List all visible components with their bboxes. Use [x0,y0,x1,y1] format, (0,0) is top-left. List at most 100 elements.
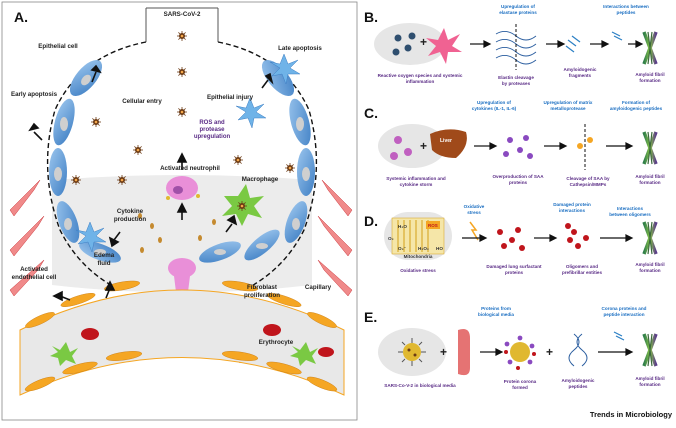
ros-label-line3: upregulation [194,134,231,140]
mitochondria-label: Mitochondria [404,254,433,259]
activated-neutrophil-cell [166,176,200,200]
c-top1-line2: cytokines (IL-1, IL-6) [472,106,517,111]
amyloid-fibril-e [642,332,658,368]
cytokine-label-line1: Cytokine [117,208,144,215]
c-bot4-line1: Amyloid fibril [635,174,664,179]
c-bot2-line1: Overproduction of SAA [492,174,544,179]
b-top2-line1: Interactions between [603,4,649,9]
cytokine-label-line2: production [114,216,147,223]
e-top1-line2: biological media [478,312,514,317]
biological-media-vessel [458,329,470,376]
c-bot1-line1: Systemic inflammation and [386,176,446,181]
e-bot3-line2: peptides [569,384,588,389]
oligomers [565,223,589,249]
amyloid-fibril-d [642,220,658,256]
e-top1-line1: Proteins from [481,306,511,311]
edema-label-line2: fluid [97,260,110,267]
e-bot2-line1: Protein corona [504,379,537,384]
protein-corona [504,335,536,370]
d-bot1-label: Oxidative stress [400,268,436,273]
ros-molecules [392,32,416,56]
d-bot4-line2: formation [639,268,660,273]
e-bot1-label: SARS-Co-V-2 in biological media [384,383,456,388]
interacting-peptides [611,31,623,41]
saa-proteins [503,135,533,159]
e-bot2-line2: formed [512,385,528,390]
corona-virus-source [398,338,426,366]
b-bot4-line2: formation [639,78,660,83]
d-bot2-line1: Damaged lung surfactant [486,264,542,269]
b-bot3-line2: fragments [569,73,592,78]
edema-label-line1: Edema [94,252,115,259]
e-top2-line2: peptide interaction [603,312,644,317]
activated-neutrophil-label: Activated neutrophil [160,165,220,172]
macrophage-label: Macrophage [242,176,279,183]
panel-b-letter: B. [364,9,378,25]
ho-label: HO [436,246,443,251]
late-apoptosis-label: Late apoptosis [278,45,322,52]
panel-d-letter: D. [364,213,378,229]
b-bot1-line2: inflammation [406,79,435,84]
d-bot3-line2: prefibrillar entities [562,270,603,275]
fibroblasts [9,179,353,297]
liver-label: Liver [440,138,452,144]
c-bot1-line2: cytokine storm [400,182,433,187]
ros-tag [426,221,440,229]
amyloidogenic-peptides-helix [568,333,588,367]
panel-a-letter: A. [14,9,28,25]
injured-cells [75,53,301,253]
e-bot3-line1: Amyloidogenic [562,378,595,383]
epithelial-cells [49,59,315,263]
liver-icon [430,129,467,158]
erythrocyte-label: Erythrocyte [259,339,294,346]
e-top2-line1: Corona proteins and [602,306,647,311]
panel-b: B. + Upregulation of elastase proteins I… [364,4,665,86]
panel-c: C. + Liver Upregulation of cytokines (IL… [364,100,665,187]
d-bot3-line1: Oligomers and [566,264,598,269]
c-bot2-line2: proteins [509,180,528,185]
cleavage-enzymes [577,137,593,149]
panel-a-arrows [28,64,274,302]
endothelial-cells [24,280,338,392]
b-top2-line2: peptides [617,10,636,15]
b-bot1-line1: Reactive oxygen species and systemic [378,73,463,78]
c-bot3-line2: Cathepsin/MMPs [570,182,607,187]
o2-minus-label: O₂⁻ [398,246,407,251]
panel-d: D. ROS H₂O O₂ O₂⁻ H₂O₂ HO Mitochondria O [364,202,665,275]
d-top3-line2: between oligomers [609,212,651,217]
corona-peptide-interaction [613,331,625,341]
panel-a: A. SARS-CoV-2 [1,1,358,421]
amyloid-fibril-b [642,30,658,66]
o2-label: O₂ [388,236,394,241]
b-top1-line1: Upregulation of [501,4,535,9]
blood-monocytes [50,342,318,366]
d-bot4-line1: Amyloid fibril [635,262,664,267]
panel-b-source-oval [374,23,446,65]
d-top2-line1: Damaged protein [553,202,591,207]
b-bot4-line1: Amyloid fibril [635,72,664,77]
inflammation-burst [426,28,462,64]
erythrocytes [81,324,334,357]
amyloid-fibril-c [642,130,658,166]
b-top1-line2: elastase proteins [499,10,537,15]
e-bot4-line1: Amyloid fibril [635,376,664,381]
early-apoptosis-label: Early apoptosis [11,91,58,98]
c-top1-line1: Upregulation of [477,100,511,105]
b-bot2-line2: by proteases [502,81,531,86]
capillary-label: Capillary [305,284,332,291]
panel-c-arrows [474,142,634,150]
c-bot3-line1: Cleavage of SAA by [566,176,610,181]
ros-label-line1: ROS and [199,120,225,126]
cellular-entry-label: Cellular entry [122,98,162,105]
oxidative-bolt [469,221,479,241]
d-top3-line1: Interactions [617,206,643,211]
journal-credit: Trends in Microbiology [590,410,673,419]
membrane-stripes [397,220,429,252]
fibroblast-label-line2: proliferation [244,292,280,299]
ros-label-line2: protease [199,127,225,133]
d-top1-line1: Oxidative [464,204,485,209]
e-bot4-line2: formation [639,382,660,387]
h2o2-label: H₂O₂ [418,246,429,251]
c-bot4-line2: formation [639,180,660,185]
